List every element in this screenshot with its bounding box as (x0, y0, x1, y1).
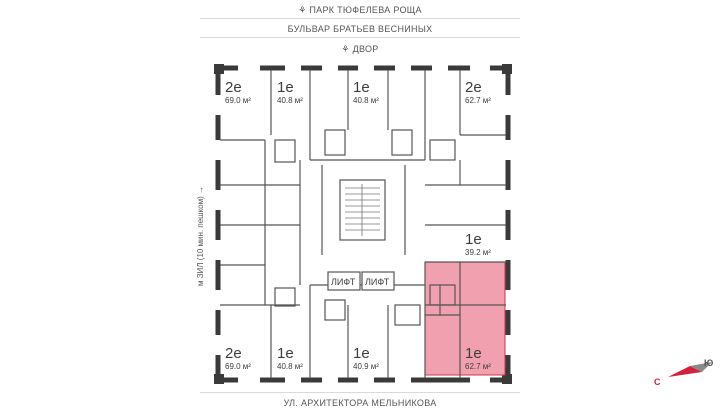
apt-bottom-left-area: 69.0 м² (225, 362, 251, 371)
divider-top (200, 18, 520, 19)
lift-1 (327, 271, 361, 291)
apt-top-right-area: 62.7 м² (465, 96, 491, 105)
lift-1-label: ЛИФТ (331, 277, 356, 287)
apt-top-3-type: 1е (353, 79, 370, 96)
apt-bottom-right-area: 62.7 м² (465, 362, 491, 371)
stairwell (339, 179, 386, 241)
divider-bottom (200, 392, 520, 393)
apt-top-left-area: 69.0 м² (225, 96, 251, 105)
corner-tl (214, 64, 224, 74)
lift-2 (361, 271, 395, 291)
apt-bottom-2-area: 40.8 м² (277, 362, 303, 371)
apt-top-2-type: 1е (277, 79, 294, 96)
yard-label-text: ДВОР (352, 44, 379, 54)
apt-top-3-area: 40.8 м² (353, 96, 379, 105)
apt-bottom-3-area: 40.9 м² (353, 362, 379, 371)
park-label: ⚘ ПАРК ТЮФЕЛЕВА РОЩА (0, 5, 720, 16)
windows (215, 65, 511, 383)
yard-label: ⚘ ДВОР (0, 44, 720, 55)
apt-top-right-type: 2е (465, 79, 482, 96)
compass-south: С (654, 377, 661, 387)
corner-bl (214, 374, 224, 384)
compass-icon (668, 362, 712, 377)
yard-tree-icon: ⚘ (341, 44, 353, 54)
park-label-text: ПАРК ТЮФЕЛЕВА РОЩА (309, 5, 422, 15)
corner-tr (502, 64, 512, 74)
apt-bottom-right-type: 1е (465, 345, 482, 362)
street-label: УЛ. АРХИТЕКТОРА МЕЛЬНИКОВА (283, 398, 437, 408)
compass-north: Ю (704, 358, 714, 368)
boulevard-label: БУЛЬВАР БРАТЬЕВ ВЕСНИНЫХ (287, 24, 433, 34)
selected-apartment-highlight[interactable] (424, 261, 506, 376)
divider-mid (200, 37, 520, 38)
apt-bottom-2-type: 1е (277, 345, 294, 362)
interior-walls (220, 70, 506, 378)
apt-bottom-3-type: 1е (353, 345, 370, 362)
apt-top-2-area: 40.8 м² (277, 96, 303, 105)
apt-bottom-left-type: 2е (225, 345, 242, 362)
apt-right-mid-type: 1е (465, 231, 482, 248)
lift-2-label: ЛИФТ (365, 277, 390, 287)
apt-top-left-type: 2е (225, 79, 242, 96)
tree-icon: ⚘ (298, 5, 310, 15)
corner-br (502, 374, 512, 384)
apt-right-mid-area: 39.2 м² (465, 248, 491, 257)
